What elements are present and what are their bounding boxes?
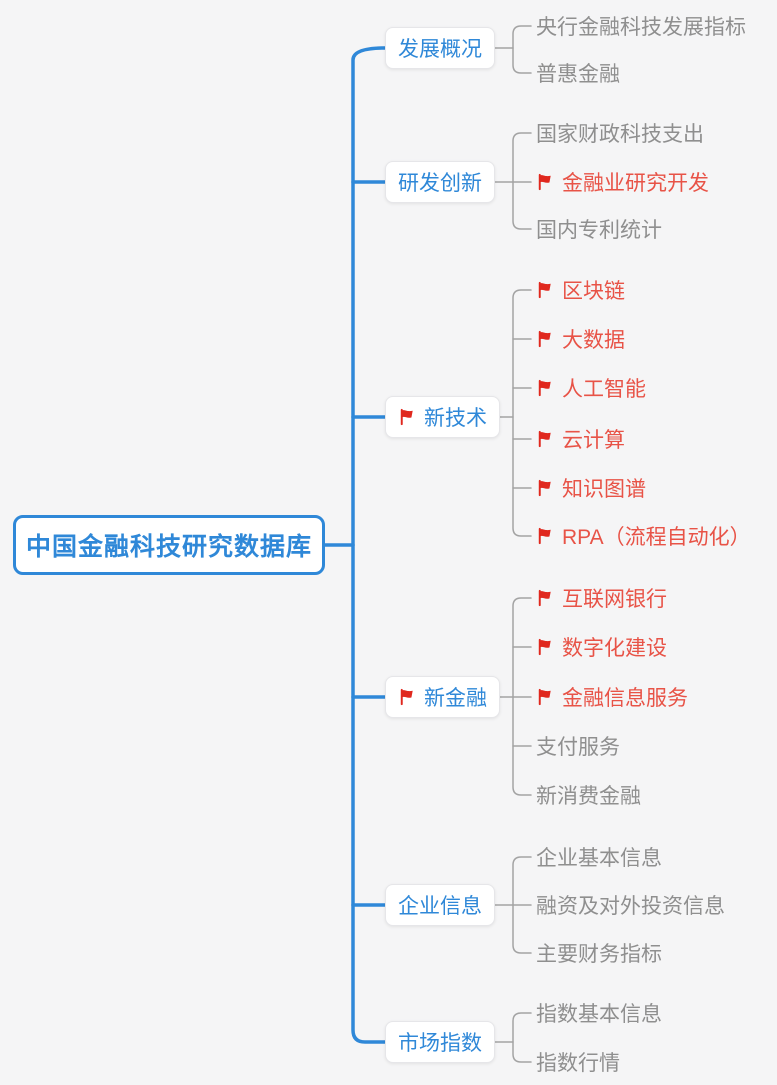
leaf-node[interactable]: 主要财务指标 xyxy=(536,938,662,968)
leaf-label: 大数据 xyxy=(562,329,625,352)
flag-icon xyxy=(536,688,554,706)
flag-icon xyxy=(398,688,416,706)
leaf-node[interactable]: 金融业研究开发 xyxy=(536,167,709,197)
leaf-label: 国家财政科技支出 xyxy=(536,123,704,146)
leaf-label: 互联网银行 xyxy=(562,588,667,611)
branch-node-rd-innovation[interactable]: 研发创新 xyxy=(385,161,495,203)
branch-node-market-index[interactable]: 市场指数 xyxy=(385,1021,495,1063)
leaf-node[interactable]: 央行金融科技发展指标 xyxy=(536,11,746,41)
leaf-node[interactable]: RPA（流程自动化） xyxy=(536,521,751,551)
branch-node-new-finance[interactable]: 新金融 xyxy=(385,676,500,718)
leaf-label: 央行金融科技发展指标 xyxy=(536,16,746,39)
leaf-node[interactable]: 国内专利统计 xyxy=(536,214,662,244)
leaf-node[interactable]: 新消费金融 xyxy=(536,780,641,810)
flag-icon xyxy=(536,281,554,299)
leaf-label: 企业基本信息 xyxy=(536,847,662,870)
leaf-label: 普惠金融 xyxy=(536,63,620,86)
flag-icon xyxy=(536,589,554,607)
branch-node-development-overview[interactable]: 发展概况 xyxy=(385,27,495,69)
leaf-label: 人工智能 xyxy=(562,378,646,401)
leaf-label: 新消费金融 xyxy=(536,785,641,808)
flag-icon xyxy=(398,408,416,426)
leaf-label: 指数基本信息 xyxy=(536,1003,662,1026)
leaf-label: 区块链 xyxy=(562,280,625,303)
branch-node-enterprise-info[interactable]: 企业信息 xyxy=(385,884,495,926)
leaf-label: 主要财务指标 xyxy=(536,943,662,966)
leaf-node[interactable]: 互联网银行 xyxy=(536,583,667,613)
leaf-label: 金融业研究开发 xyxy=(562,172,709,195)
leaf-label: 支付服务 xyxy=(536,736,620,759)
leaf-label: 云计算 xyxy=(562,429,625,452)
root-label: 中国金融科技研究数据库 xyxy=(25,532,312,561)
branch-label: 市场指数 xyxy=(398,1032,482,1055)
root-node[interactable]: 中国金融科技研究数据库 xyxy=(13,515,325,575)
leaf-node[interactable]: 数字化建设 xyxy=(536,632,667,662)
leaf-node[interactable]: 区块链 xyxy=(536,275,625,305)
flag-icon xyxy=(536,638,554,656)
child-bracket-lines xyxy=(493,25,532,1063)
leaf-node[interactable]: 大数据 xyxy=(536,324,625,354)
flag-icon xyxy=(536,527,554,545)
leaf-label: 金融信息服务 xyxy=(562,687,688,710)
flag-icon xyxy=(536,479,554,497)
branch-label: 新金融 xyxy=(424,687,487,710)
flag-icon xyxy=(536,379,554,397)
flag-icon xyxy=(536,430,554,448)
leaf-node[interactable]: 人工智能 xyxy=(536,373,646,403)
leaf-node[interactable]: 支付服务 xyxy=(536,731,620,761)
flag-icon xyxy=(536,173,554,191)
leaf-node[interactable]: 普惠金融 xyxy=(536,58,620,88)
leaf-label: 知识图谱 xyxy=(562,478,646,501)
leaf-node[interactable]: 企业基本信息 xyxy=(536,842,662,872)
flag-icon xyxy=(536,330,554,348)
leaf-node[interactable]: 知识图谱 xyxy=(536,473,646,503)
leaf-label: 指数行情 xyxy=(536,1052,620,1075)
branch-label: 发展概况 xyxy=(398,38,482,61)
leaf-node[interactable]: 融资及对外投资信息 xyxy=(536,890,725,920)
branch-label: 新技术 xyxy=(424,407,487,430)
leaf-label: 融资及对外投资信息 xyxy=(536,895,725,918)
leaf-node[interactable]: 云计算 xyxy=(536,424,625,454)
branch-label: 研发创新 xyxy=(398,172,482,195)
leaf-label: 国内专利统计 xyxy=(536,219,662,242)
branch-label: 企业信息 xyxy=(398,895,482,918)
leaf-label: RPA（流程自动化） xyxy=(562,526,751,549)
trunk-lines xyxy=(323,46,387,1044)
leaf-node[interactable]: 指数基本信息 xyxy=(536,998,662,1028)
branch-node-new-technology[interactable]: 新技术 xyxy=(385,396,500,438)
leaf-node[interactable]: 国家财政科技支出 xyxy=(536,118,704,148)
leaf-label: 数字化建设 xyxy=(562,637,667,660)
leaf-node[interactable]: 指数行情 xyxy=(536,1047,620,1077)
leaf-node[interactable]: 金融信息服务 xyxy=(536,682,688,712)
